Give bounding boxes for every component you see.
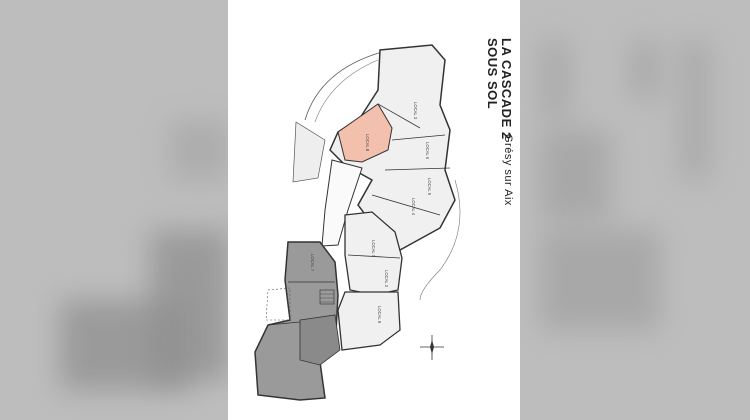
room-label: LOCAL 6 (425, 142, 430, 160)
blur-shape (170, 120, 230, 180)
middle-block (344, 211, 403, 296)
room-label: LOCAL 1 (371, 240, 376, 258)
terrace (292, 121, 326, 183)
ramp-arc (314, 59, 379, 123)
room-label: LOCAL 7 (310, 254, 315, 272)
plan-level: SOUS SOL (485, 38, 500, 110)
lower-right-block (337, 291, 401, 351)
blur-shape (540, 40, 570, 120)
plan-location: Grésy sur Aix (502, 134, 514, 206)
shaded-room (299, 314, 341, 366)
blur-shape (540, 230, 660, 330)
room-label: LOCAL 3 (413, 102, 418, 120)
plan-title: LA CASCADE 2 (499, 38, 514, 140)
corridor (321, 159, 363, 247)
compass-icon (420, 335, 444, 360)
ramp-arc (304, 51, 383, 121)
room-label: LOCAL 4 (411, 198, 416, 216)
blur-shape (630, 40, 660, 100)
blur-shape (60, 300, 190, 390)
room-label: LOCAL 9 (377, 306, 382, 324)
blur-shape (680, 40, 710, 180)
blur-shape (540, 130, 610, 220)
room-label: LOCAL 5 (427, 178, 432, 196)
room-label: LOCAL 2 (384, 270, 389, 288)
room-label: LOCAL 8 (365, 134, 370, 152)
